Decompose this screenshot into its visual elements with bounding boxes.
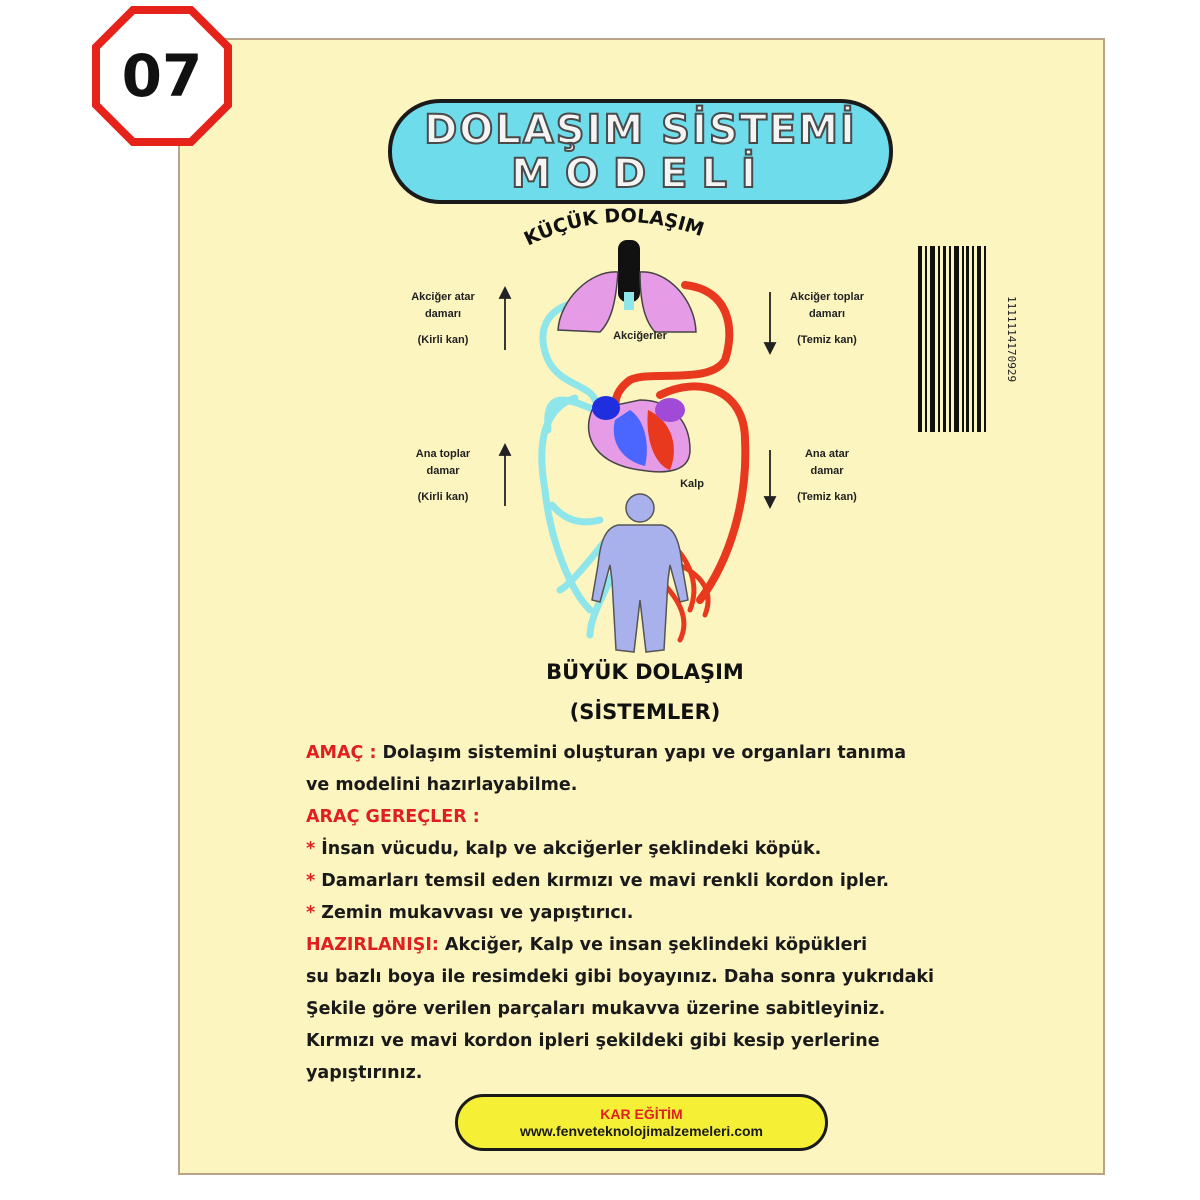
barcode-image (918, 246, 986, 432)
preparation-heading: HAZIRLANIŞI: (306, 935, 439, 955)
material-item: * Zemin mukavvası ve yapıştırıcı. (306, 897, 1006, 929)
lungs-shape (557, 271, 697, 333)
big-circulation-label: BÜYÜK DOLAŞIM (546, 660, 744, 684)
right-top-label: Akciğer toplar damarı (Temiz kan) (778, 289, 876, 349)
flow-arrows (498, 285, 777, 510)
preparation-line-4: Kırmızı ve mavi kordon ipleri şekildeki … (306, 1031, 880, 1051)
left-bottom-line-2: damar (426, 464, 460, 477)
material-item: * İnsan vücudu, kalp ve akciğerler şekli… (306, 833, 1006, 865)
materials-heading: ARAÇ GEREÇLER : (306, 807, 480, 827)
right-top-line-1: Akciğer toplar (790, 291, 864, 303)
left-top-label: Akciğer atar damarı (Kirli kan) (398, 289, 488, 349)
preparation-line-2: su bazlı boya ile resimdeki gibi boyayın… (306, 967, 935, 987)
preparation-text-1: Akciğer, Kalp ve insan şeklindeki köpükl… (438, 935, 868, 955)
left-bottom-line-3: (Kirli kan) (417, 491, 469, 503)
bullet-3: * (306, 903, 316, 923)
material-item-2: Damarları temsil eden kırmızı ve mavi re… (315, 871, 890, 891)
material-item-1: İnsan vücudu, kalp ve akciğerler şeklind… (315, 839, 822, 859)
systems-label: (SİSTEMLER) (569, 700, 721, 724)
human-body-figure (591, 493, 689, 653)
preparation-line-1: HAZIRLANIŞI: Akciğer, Kalp ve insan şekl… (306, 929, 1006, 961)
brand-name: KAR EĞİTİM (600, 1105, 683, 1122)
right-bottom-line-1: Ana atar (804, 448, 850, 460)
left-top-line-1: Akciğer atar (411, 291, 475, 303)
bullet-2: * (306, 871, 316, 891)
material-item-3: Zemin mukavvası ve yapıştırıcı. (315, 903, 634, 923)
right-bottom-line-2: damar (810, 464, 844, 477)
left-bottom-line-1: Ana toplar (415, 448, 471, 460)
bullet-1: * (306, 839, 316, 859)
right-top-line-3: (Temiz kan) (797, 334, 857, 346)
aim-line-1: AMAÇ : Dolaşım sistemini oluşturan yapı … (306, 737, 1006, 769)
lungs-label: Akciğerler (613, 330, 667, 342)
left-top-line-3: (Kirli kan) (417, 334, 469, 346)
right-bottom-line-3: (Temiz kan) (797, 491, 857, 503)
number-badge-octagon (92, 6, 232, 146)
heart-label: Kalp (680, 478, 704, 490)
aim-text-1: Dolaşım sistemini oluşturan yapı ve orga… (376, 743, 907, 763)
small-circulation-label: KÜÇÜK DOLAŞIM (521, 205, 707, 251)
dirty-blood-vessels (538, 296, 624, 639)
material-item: * Damarları temsil eden kırmızı ve mavi … (306, 865, 1006, 897)
small-circulation-text: KÜÇÜK DOLAŞIM (521, 205, 707, 251)
aim-heading: AMAÇ : (306, 743, 377, 763)
trachea-shape (618, 240, 640, 302)
preparation-line-5: yapıştırınız. (306, 1063, 423, 1083)
heart-shape (587, 396, 691, 473)
preparation-line-3: Şekile göre verilen parçaları mukavva üz… (306, 999, 886, 1019)
footer-banner: KAR EĞİTİM www.fenveteknolojimalzemeleri… (455, 1094, 828, 1151)
left-top-line-2: damarı (424, 307, 462, 320)
barcode-number: 1111114170929 (1005, 295, 1018, 383)
badge-number: 07 (121, 42, 203, 110)
title-banner: DOLAŞIM SİSTEMİ MODELİ (388, 99, 893, 204)
right-top-line-2: damarı (808, 307, 846, 320)
instructions-text: AMAÇ : Dolaşım sistemini oluşturan yapı … (306, 737, 1006, 1089)
title-line-1: DOLAŞIM SİSTEMİ (423, 106, 857, 153)
website-url: www.fenveteknolojimalzemeleri.com (519, 1122, 763, 1139)
aim-line-2: ve modelini hazırlayabilme. (306, 775, 578, 795)
title-line-2: MODELİ (510, 150, 770, 197)
left-bottom-label: Ana toplar damar (Kirli kan) (398, 446, 488, 506)
right-bottom-label: Ana atar damar (Temiz kan) (778, 446, 876, 506)
